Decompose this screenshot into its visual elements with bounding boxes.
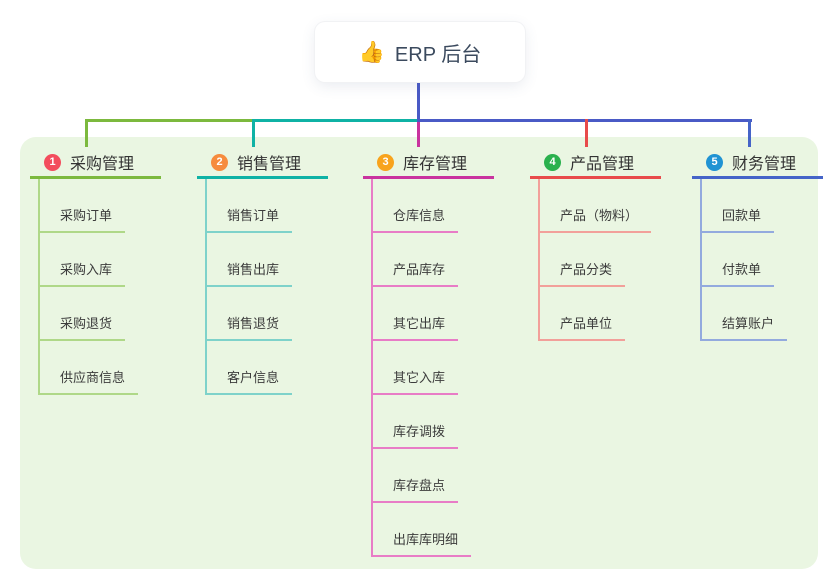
branch-number-badge: 5	[706, 153, 723, 171]
leaf-node-label: 回款单	[722, 208, 762, 223]
leaf-node[interactable]: 产品库存	[373, 233, 459, 287]
branch-children: 采购订单采购入库采购退货供应商信息	[38, 179, 161, 395]
branches-panel	[20, 137, 818, 569]
branch-4: 4 产品管理产品（物料） 产品分类产品单位	[530, 148, 661, 341]
connector-branch-drop	[747, 119, 751, 147]
leaf-node[interactable]: 回款单	[702, 179, 775, 233]
connector-horizontal-segment	[86, 119, 256, 122]
leaf-node[interactable]: 销售订单	[207, 179, 293, 233]
connector-branch-drop	[584, 119, 588, 147]
branch-title-label: 财务管理	[732, 156, 797, 173]
leaf-node[interactable]: 结算账户	[702, 287, 788, 341]
branch-number-badge: 4	[544, 153, 561, 171]
leaf-node-label: 出库库明细	[393, 532, 459, 547]
branch-title-node[interactable]: 3 库存管理	[363, 148, 494, 179]
leaf-node[interactable]: 付款单	[702, 233, 775, 287]
connector-branch-drop	[251, 119, 255, 147]
leaf-node-label: 产品（物料）	[560, 208, 639, 223]
leaf-node[interactable]: 其它出库	[373, 287, 459, 341]
branch-5: 5 财务管理回款单付款单结算账户	[692, 148, 823, 341]
leaf-node[interactable]: 产品分类	[540, 233, 626, 287]
branch-number-badge: 3	[377, 153, 394, 171]
leaf-node-label: 客户信息	[227, 370, 280, 385]
connector-horizontal-segment	[254, 119, 420, 122]
leaf-node-label: 供应商信息	[60, 370, 126, 385]
leaf-node[interactable]: 采购订单	[40, 179, 126, 233]
branch-3: 3 库存管理仓库信息产品库存其它出库其它入库库存调拨库存盘点出库库明细	[363, 148, 494, 557]
leaf-node[interactable]: 供应商信息	[40, 341, 139, 395]
branch-number-badge: 2	[211, 153, 228, 171]
leaf-node-label: 销售退货	[227, 316, 280, 331]
branch-number-badge: 1	[44, 153, 61, 171]
leaf-node-label: 其它入库	[393, 370, 446, 385]
leaf-node[interactable]: 客户信息	[207, 341, 293, 395]
branch-title-node[interactable]: 5 财务管理	[692, 148, 823, 179]
leaf-node[interactable]: 库存盘点	[373, 449, 459, 503]
leaf-node[interactable]: 仓库信息	[373, 179, 459, 233]
leaf-node-label: 产品单位	[560, 316, 613, 331]
leaf-node[interactable]: 产品（物料）	[540, 179, 652, 233]
leaf-node[interactable]: 采购入库	[40, 233, 126, 287]
leaf-node[interactable]: 库存调拨	[373, 395, 459, 449]
leaf-node-label: 销售出库	[227, 262, 280, 277]
branch-1: 1 采购管理采购订单采购入库采购退货供应商信息	[30, 148, 161, 395]
branch-children: 回款单付款单结算账户	[700, 179, 823, 341]
connector-branch-drop	[84, 119, 88, 147]
leaf-node-label: 结算账户	[722, 316, 775, 331]
leaf-node-label: 采购订单	[60, 208, 113, 223]
leaf-node-label: 采购入库	[60, 262, 113, 277]
leaf-node-label: 销售订单	[227, 208, 280, 223]
leaf-node-label: 产品库存	[393, 262, 446, 277]
root-label: ERP 后台	[394, 43, 482, 66]
leaf-node-label: 库存盘点	[393, 478, 446, 493]
leaf-node[interactable]: 销售出库	[207, 233, 293, 287]
branch-title-label: 销售管理	[237, 156, 302, 173]
leaf-node[interactable]: 销售退货	[207, 287, 293, 341]
thumbs-up-icon: 👍	[358, 40, 385, 64]
leaf-node[interactable]: 产品单位	[540, 287, 626, 341]
leaf-node[interactable]: 其它入库	[373, 341, 459, 395]
leaf-node[interactable]: 出库库明细	[373, 503, 472, 557]
leaf-node-label: 仓库信息	[393, 208, 446, 223]
root-connector-line	[417, 82, 420, 122]
branch-children: 仓库信息产品库存其它出库其它入库库存调拨库存盘点出库库明细	[371, 179, 494, 557]
branch-title-node[interactable]: 2 销售管理	[197, 148, 328, 179]
leaf-node-label: 付款单	[722, 262, 762, 277]
branch-children: 产品（物料） 产品分类产品单位	[538, 179, 661, 341]
leaf-node-label: 采购退货	[60, 316, 113, 331]
root-node[interactable]: 👍 ERP 后台	[315, 22, 525, 82]
connector-branch-drop	[417, 122, 420, 147]
branch-title-label: 库存管理	[403, 156, 468, 173]
leaf-node-label: 库存调拨	[393, 424, 446, 439]
branch-title-label: 采购管理	[70, 156, 135, 173]
leaf-node-label: 其它出库	[393, 316, 446, 331]
branch-title-node[interactable]: 4 产品管理	[530, 148, 661, 179]
branch-children: 销售订单销售出库销售退货客户信息	[205, 179, 328, 395]
branch-title-label: 产品管理	[570, 156, 635, 173]
branch-2: 2 销售管理销售订单销售出库销售退货客户信息	[197, 148, 328, 395]
leaf-node-label: 产品分类	[560, 262, 613, 277]
branch-title-node[interactable]: 1 采购管理	[30, 148, 161, 179]
leaf-node[interactable]: 采购退货	[40, 287, 126, 341]
